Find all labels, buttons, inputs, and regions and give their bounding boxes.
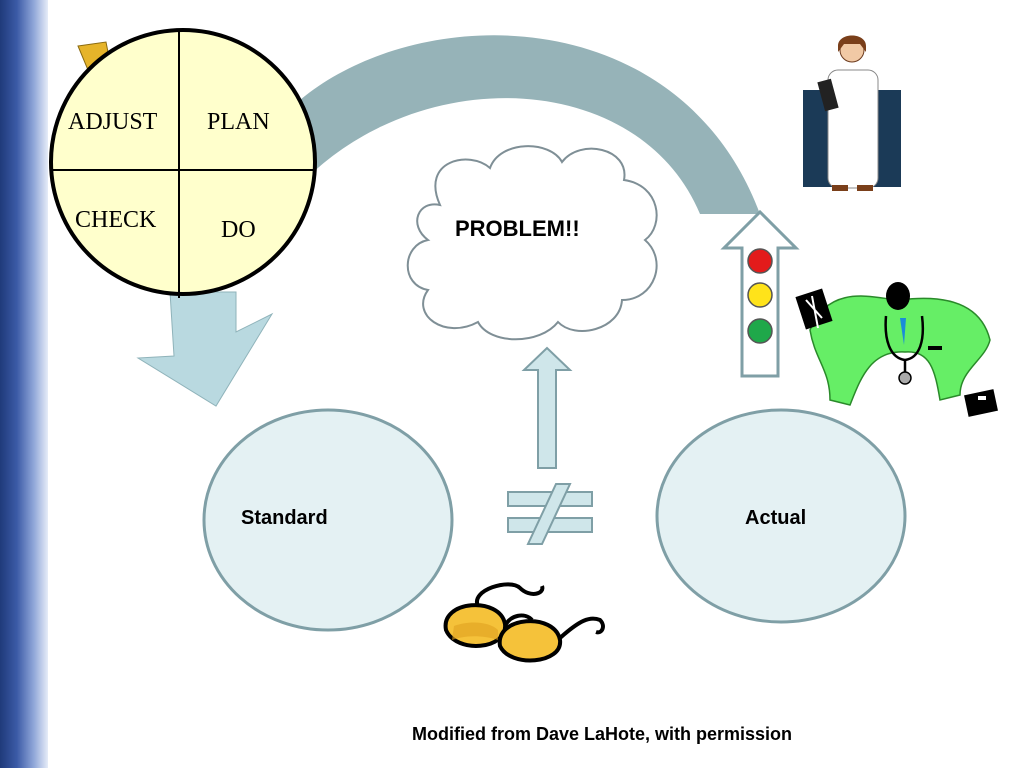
doctor-icon [803, 35, 901, 191]
pdca-do-label: DO [221, 217, 256, 243]
traffic-light-arrow [720, 209, 800, 378]
pdca-adjust-label: ADJUST [68, 109, 158, 135]
yellow-light-icon [747, 282, 773, 308]
not-equal-icon [507, 483, 593, 545]
slide-side-bar [0, 0, 48, 768]
pdca-check-label: CHECK [75, 207, 157, 233]
stethoscope-icon [795, 282, 998, 417]
standard-label: Standard [241, 507, 328, 529]
arrow-to-problem [521, 346, 573, 469]
arrow-to-standard [136, 291, 274, 407]
problem-label: PROBLEM!! [455, 216, 580, 241]
standard-circle [202, 408, 454, 632]
red-light-icon [747, 248, 773, 274]
actual-label: Actual [745, 507, 806, 529]
problem-cloud: PROBLEM!! [406, 145, 658, 341]
actual-circle [655, 408, 907, 624]
pdca-plan-label: PLAN [207, 109, 270, 135]
glasses-icon [443, 582, 605, 663]
credit-text: Modified from Dave LaHote, with permissi… [412, 724, 793, 744]
pdca-wheel: ADJUST PLAN CHECK DO [49, 28, 317, 298]
curved-arrow-top [300, 35, 760, 215]
green-light-icon [747, 318, 773, 344]
